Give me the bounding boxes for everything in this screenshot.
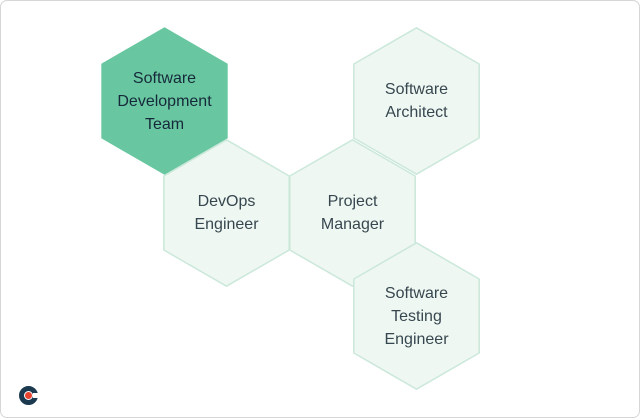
hex-node-label: Software Testing Engineer — [384, 284, 449, 348]
hex-node-project-manager[interactable]: Project Manager — [289, 139, 416, 287]
hex-node-software-architect[interactable]: Software Architect — [353, 27, 480, 175]
hex-node-label: DevOps Engineer — [194, 193, 259, 233]
hex-node-devops-engineer[interactable]: DevOps Engineer — [163, 139, 290, 287]
hex-node-label: Project Manager — [320, 193, 385, 233]
hex-node-software-testing-engineer[interactable]: Software Testing Engineer — [353, 242, 480, 390]
logo-notch — [33, 393, 39, 398]
logo-dot-icon — [25, 392, 32, 399]
hexagon-shape — [353, 27, 480, 175]
hex-node-label: Software Development Team — [117, 69, 212, 133]
hexagon-shape — [289, 139, 416, 287]
creately-logo[interactable] — [19, 386, 39, 405]
hex-node-label: Software Architect — [384, 81, 449, 121]
hexagon-shape — [353, 242, 480, 390]
hex-node-software-development-team[interactable]: Software Development Team — [101, 27, 228, 175]
hexagon-shape — [101, 27, 228, 175]
